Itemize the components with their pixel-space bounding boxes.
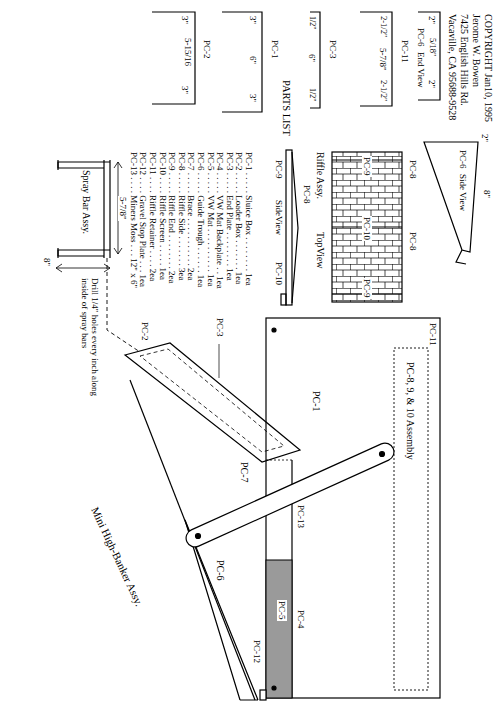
part-label: 5/18" bbox=[427, 38, 437, 57]
channel-pc2 bbox=[152, 12, 195, 104]
part-label: 1/2" bbox=[308, 88, 317, 102]
part-label: Vacaville, CA 95688-9528 bbox=[447, 14, 459, 120]
dim-8 bbox=[56, 264, 110, 272]
part-label: End View bbox=[416, 52, 426, 88]
part-label: Spray Bar Assy. bbox=[81, 170, 93, 234]
part-label: 2-1/2" bbox=[378, 80, 388, 101]
part-label: 6" bbox=[307, 54, 317, 62]
part-label: COPYRIGHT Jan10, 1995 bbox=[483, 14, 495, 122]
part-label: 8" bbox=[482, 190, 492, 198]
part-label: PC-13 . . . . Miners Moss . . . 12" x 6" bbox=[128, 152, 138, 288]
part-label: PC-6 bbox=[215, 560, 227, 581]
part-label: 2" bbox=[480, 134, 490, 142]
bolt-hole bbox=[272, 328, 276, 332]
part-label: 3" bbox=[248, 94, 258, 102]
part-label: PC-12 . . . . Gravel Stop Plate . . . 1e… bbox=[138, 152, 148, 287]
part-label: PC-6 bbox=[416, 28, 426, 47]
part-label: 3" bbox=[180, 16, 190, 24]
wedge-tab bbox=[456, 250, 466, 264]
part-label: Jerome W. Bowen bbox=[471, 14, 483, 87]
bolt-hole bbox=[196, 534, 201, 539]
part-label: 5-7/8" bbox=[378, 48, 388, 71]
part-label: PC-3 . . . . . End Plate . . . . . . . .… bbox=[224, 152, 234, 281]
part-label: PC-5 bbox=[277, 600, 287, 621]
spray-caps bbox=[57, 160, 58, 258]
part-label: PC-9 bbox=[274, 160, 284, 179]
part-label: PC-6 . . . . . Guide Trough . . . . . . … bbox=[196, 152, 206, 287]
part-label: PC-13 bbox=[296, 505, 306, 528]
riffle-side-bar bbox=[286, 150, 292, 305]
part-label: PC-9 bbox=[362, 156, 372, 177]
part-label: PC-4 . . . . . VW Mat Backplate . . 1ea bbox=[215, 152, 225, 289]
riffle-assembly bbox=[394, 348, 428, 690]
part-label: PC-6 bbox=[458, 150, 468, 169]
part-label: PC-7 bbox=[239, 462, 251, 483]
part-label: PC-2 bbox=[140, 322, 150, 341]
part-label: Riffle Assy. bbox=[315, 152, 327, 199]
gravel-stop bbox=[260, 690, 266, 700]
riffle-ends bbox=[332, 160, 402, 294]
loader-hidden bbox=[140, 349, 284, 452]
part-label: PC-1 . . . . . Sluice Box . . . . . . . … bbox=[244, 152, 254, 286]
part-label: PC-8 bbox=[302, 185, 312, 204]
part-label: PC-11 bbox=[428, 323, 438, 346]
part-label: PC-3 bbox=[328, 40, 338, 59]
part-label: 3" bbox=[180, 86, 190, 94]
part-label: Mini High-Banker Assy. bbox=[89, 505, 146, 608]
sluice-box bbox=[266, 318, 440, 698]
part-label: TopView bbox=[315, 232, 327, 268]
vw-mat bbox=[266, 560, 292, 698]
spray-manifold bbox=[104, 160, 110, 258]
part-label: PC-8 bbox=[408, 232, 418, 251]
moss-edge bbox=[266, 460, 292, 461]
part-label: Side View bbox=[458, 174, 468, 211]
leader bbox=[219, 344, 220, 378]
part-label: 5-15/16 bbox=[183, 38, 193, 66]
part-label: SideView bbox=[274, 200, 284, 235]
wedge-pc6-side bbox=[424, 142, 478, 252]
part-label: 5-7/8" bbox=[118, 196, 128, 221]
part-label: PC-11 . . . . Riffle Retainer . . . . 2e… bbox=[148, 152, 158, 281]
part-label: 3" bbox=[248, 16, 258, 24]
part-label: PC-1 bbox=[270, 40, 280, 59]
part-label: PC-4 bbox=[296, 610, 306, 629]
part-label: PC-5 . . . . . VW Mat . . . . . . . . . … bbox=[205, 152, 215, 286]
part-label: PC-7 . . . . . Brace . . . . . . . . . .… bbox=[186, 152, 196, 280]
part-label: PARTS LIST bbox=[280, 80, 292, 136]
channel-pc11 bbox=[360, 12, 392, 106]
part-label: PC-10 bbox=[274, 262, 284, 285]
loader-box bbox=[125, 343, 300, 462]
part-label: 2-1/2" bbox=[378, 16, 388, 37]
part-label: PC-8 bbox=[408, 160, 418, 179]
part-label: PC-9 bbox=[362, 278, 372, 299]
part-label: PC-11 bbox=[400, 40, 410, 63]
part-label: PC-9 . . . . . Riffle End . . . . . . . … bbox=[167, 152, 177, 284]
part-label: PC-2 bbox=[202, 40, 212, 59]
part-label: PC-1 bbox=[311, 390, 323, 413]
part-label: 6" bbox=[248, 56, 258, 64]
part-label: 1/2" bbox=[308, 16, 317, 30]
part-label: PC-8 . . . . . Riffle Side . . . . . . .… bbox=[176, 152, 186, 281]
part-label: PC-3 bbox=[215, 318, 225, 337]
part-label: 7425 English Hills Rd. bbox=[459, 14, 471, 106]
brace-outline bbox=[195, 452, 385, 538]
part-label: 2" bbox=[427, 16, 437, 24]
part-label: 8" bbox=[42, 258, 52, 266]
bolt-hole bbox=[272, 686, 276, 690]
channel-pc1 bbox=[222, 12, 262, 112]
bolt-hole bbox=[380, 452, 385, 457]
spray-bars bbox=[58, 162, 110, 256]
part-label: 2" bbox=[427, 80, 437, 88]
part-label: PC-12 bbox=[252, 640, 262, 663]
riffle-top-view bbox=[332, 152, 402, 302]
part-label: PC-2 . . . . . Loader Box . . . . . . . … bbox=[234, 152, 244, 284]
riffle-side-wedge bbox=[292, 152, 298, 303]
part-label: PC-8, 9, & 10 Assembly bbox=[405, 362, 417, 460]
part-label: Drill 1/4" holes every inch along inside… bbox=[79, 278, 100, 408]
brace-fill bbox=[195, 452, 385, 538]
part-label: PC-10 . . . . Riffle Screen . . . . . 1e… bbox=[157, 152, 167, 280]
riffle-screen-end bbox=[281, 294, 286, 305]
part-label: PC-10 bbox=[362, 216, 372, 241]
